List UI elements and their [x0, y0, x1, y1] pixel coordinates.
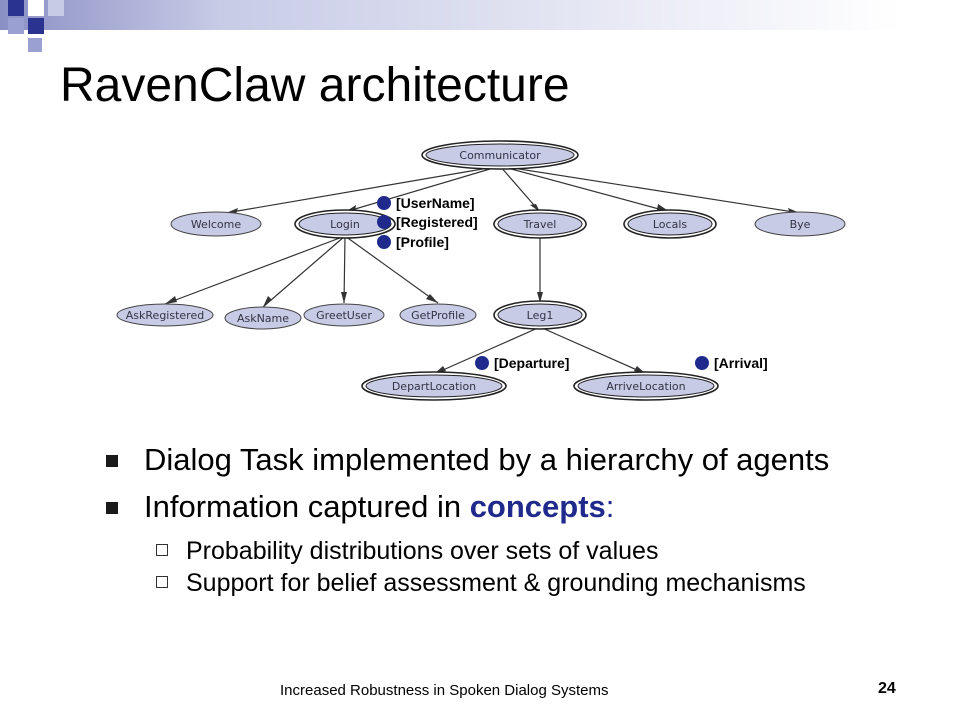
concept-label: [Departure]	[494, 355, 569, 371]
node-label: Welcome	[191, 218, 242, 231]
node-welcome: Welcome	[170, 211, 262, 237]
node-label: Travel	[523, 218, 557, 231]
node-label: Communicator	[459, 149, 541, 162]
corner-squares-decoration	[8, 0, 64, 52]
node-label: DepartLocation	[392, 380, 476, 393]
hollow-square-bullet-icon	[156, 576, 168, 588]
edge-login-askregistered	[164, 235, 346, 305]
node-label: Bye	[790, 218, 811, 231]
square-bullet-icon	[106, 455, 118, 467]
bullet-list: Dialog Task implemented by a hierarchy o…	[106, 444, 906, 602]
bullet-item: Information captured in concepts:	[106, 491, 906, 522]
bullet-suffix: :	[605, 489, 615, 524]
node-getprofile: GetProfile	[399, 303, 477, 327]
concept-dot-icon	[377, 235, 391, 249]
diagram-edges	[164, 165, 801, 375]
node-label: ArriveLocation	[606, 380, 685, 393]
node-label: AskRegistered	[126, 309, 204, 322]
concept-dot-icon	[695, 356, 709, 370]
node-locals: Locals	[623, 209, 717, 239]
concept-label: [Registered]	[396, 214, 478, 230]
node-askname: AskName	[224, 306, 302, 330]
node-label: Leg1	[527, 309, 554, 322]
node-label: AskName	[237, 312, 289, 325]
node-label: Locals	[653, 218, 688, 231]
bullet-text-prefix: Information captured in	[144, 489, 470, 524]
concept-label: [UserName]	[396, 195, 475, 211]
concept-dot-icon	[377, 196, 391, 210]
concept-label: [Profile]	[396, 234, 449, 250]
arrowhead-greetuser	[341, 292, 347, 303]
node-leg1: Leg1	[493, 300, 587, 330]
node-login: Login	[294, 209, 396, 239]
edge-login-greetuser	[343, 235, 346, 304]
node-bye: Bye	[754, 211, 846, 237]
node-label: GetProfile	[411, 309, 465, 322]
edge-communicator-login	[344, 165, 501, 213]
node-label: Login	[330, 218, 360, 231]
concept-departure: [Departure]	[475, 355, 569, 371]
page-number: 24	[878, 680, 896, 697]
sub-bullet-item: Support for belief assessment & groundin…	[106, 570, 906, 596]
sub-bullet-text: Probability distributions over sets of v…	[186, 537, 659, 565]
node-arrivelocation: ArriveLocation	[573, 371, 719, 401]
bullet-highlight: concepts	[469, 489, 606, 524]
square-bullet-icon	[106, 502, 118, 514]
bullet-text: Dialog Task implemented by a hierarchy o…	[144, 442, 830, 477]
concept-profile: [Profile]	[377, 234, 449, 250]
arrowhead-askname	[263, 296, 272, 307]
node-greetuser: GreetUser	[303, 303, 385, 327]
node-departlocation: DepartLocation	[361, 371, 507, 401]
sub-bullet-text: Support for belief assessment & groundin…	[186, 569, 806, 597]
concept-arrival: [Arrival]	[695, 355, 768, 371]
hollow-square-bullet-icon	[156, 544, 168, 556]
concept-label: [Arrival]	[714, 355, 768, 371]
arrowhead-getprofile	[426, 294, 438, 303]
edge-login-askname	[262, 235, 346, 308]
bullet-item: Dialog Task implemented by a hierarchy o…	[106, 444, 906, 475]
concept-dot-icon	[475, 356, 489, 370]
slide-title: RavenClaw architecture	[60, 59, 570, 112]
edge-leg1-departlocation	[433, 326, 541, 375]
sub-bullet-item: Probability distributions over sets of v…	[106, 538, 906, 564]
node-communicator: Communicator	[421, 140, 579, 170]
edge-communicator-travel	[499, 165, 541, 213]
edge-communicator-welcome	[225, 165, 501, 214]
concept-registered: [Registered]	[377, 214, 478, 230]
concept-username: [UserName]	[377, 195, 475, 211]
edge-communicator-locals	[499, 165, 671, 213]
node-travel: Travel	[493, 209, 587, 239]
edge-login-getprofile	[344, 235, 439, 304]
node-label: GreetUser	[316, 309, 372, 322]
slide-footer: Increased Robustness in Spoken Dialog Sy…	[280, 682, 609, 699]
agent-hierarchy-diagram: Communicator Welcome Login Travel Locals…	[116, 140, 846, 401]
concept-dot-icon	[377, 215, 391, 229]
arrowhead-leg1	[537, 292, 543, 303]
node-askregistered: AskRegistered	[116, 303, 214, 327]
edge-leg1-arrivelocation	[539, 326, 647, 375]
edge-communicator-bye	[499, 165, 801, 214]
header-gradient-bar	[0, 0, 960, 30]
arrowhead-askregistered	[165, 296, 177, 304]
